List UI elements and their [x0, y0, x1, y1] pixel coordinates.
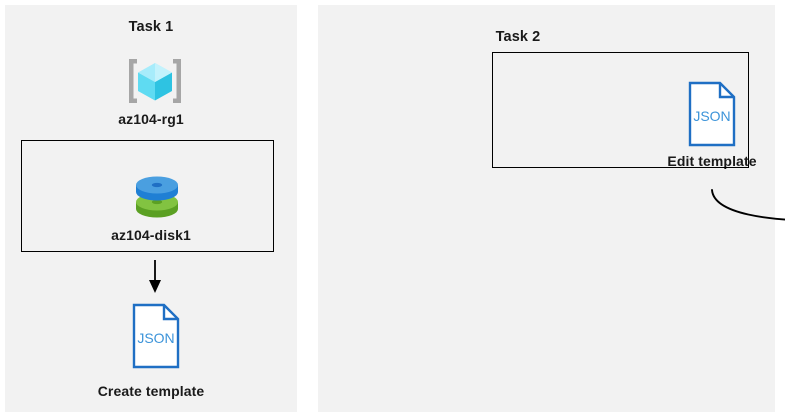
task1-resource-group-boundary — [21, 140, 274, 252]
task2-resource-group-boundary — [492, 52, 749, 168]
task1-disk-label: az104-disk1 — [111, 227, 191, 243]
deploy-arrow-icon — [708, 188, 785, 234]
json-icon-text: JSON — [693, 108, 730, 124]
create-template-arrow-icon — [139, 260, 171, 294]
task1-panel: Task 1 az104-rg1 — [5, 5, 297, 412]
managed-disk-icon — [131, 173, 183, 221]
resource-group-icon — [123, 55, 187, 107]
json-document-icon: JSON — [131, 303, 181, 369]
edit-template-label: Edit template — [667, 153, 757, 169]
json-document-icon: JSON — [687, 81, 737, 147]
json-icon-text: JSON — [137, 330, 174, 346]
task2-panel-title: Task 2 — [495, 29, 541, 45]
task1-resource-group-label: az104-rg1 — [118, 111, 184, 127]
deploy-label: Deploy — [748, 229, 785, 245]
create-template-label: Create template — [97, 383, 205, 399]
task2-panel: Task 2 JSON Edit template az104-disk1 — [318, 5, 785, 412]
task1-panel-title: Task 1 — [128, 19, 174, 35]
